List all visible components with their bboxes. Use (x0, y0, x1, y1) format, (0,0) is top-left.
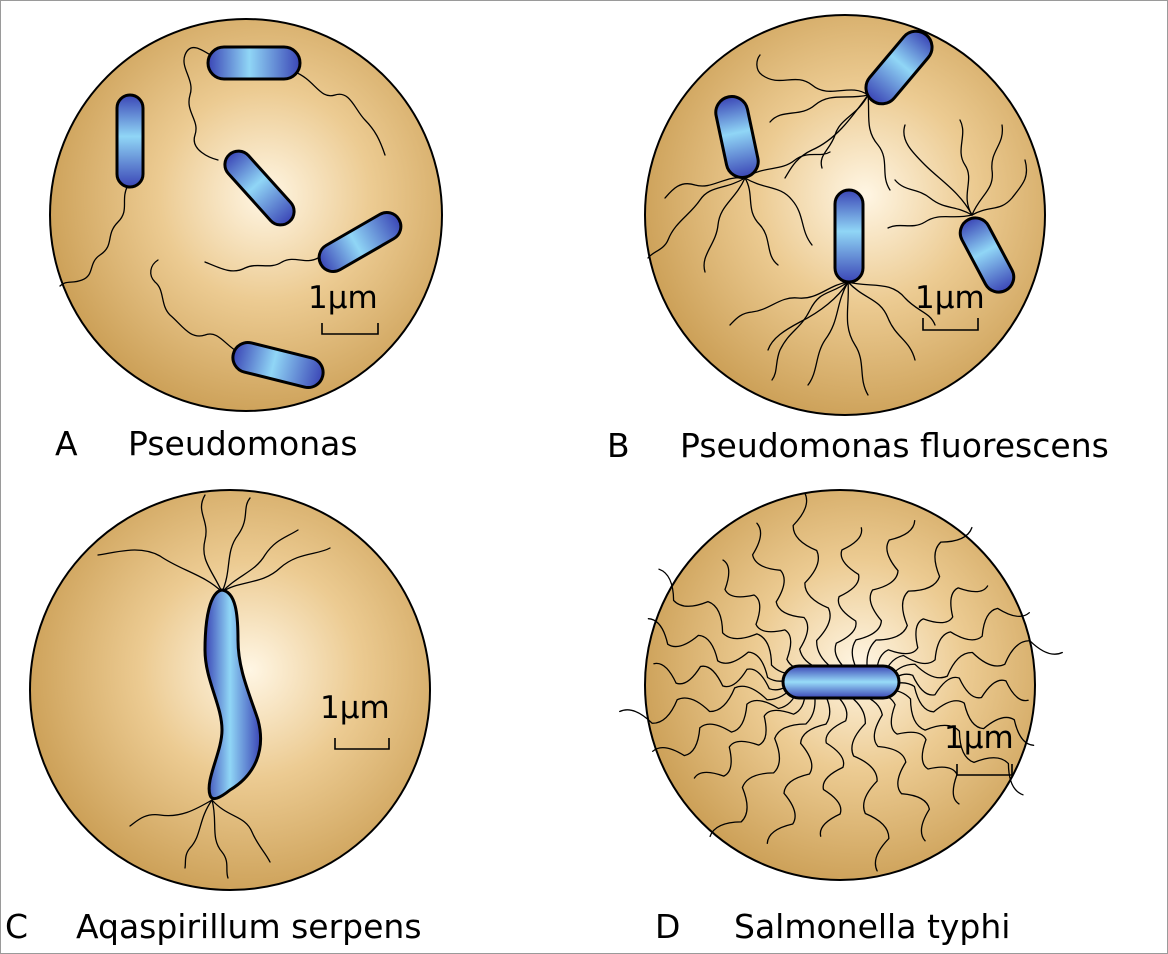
scale-label: 1µm (944, 720, 1014, 756)
panel-a-letter: A (55, 424, 78, 463)
flagellum (876, 585, 989, 673)
flagellum (647, 618, 797, 682)
panel-b: 1µm (644, 14, 1046, 416)
flagellum (766, 695, 831, 844)
flagellum (653, 662, 794, 691)
rod-cell (781, 664, 901, 700)
flagellum (880, 689, 1024, 796)
panel-c-name: Aqaspirillum serpens (76, 907, 422, 946)
rod-cell (833, 188, 865, 284)
rod-cell (714, 95, 760, 179)
spirillum-cell (203, 588, 263, 801)
rod-cell (223, 149, 296, 227)
flagellum (834, 527, 863, 668)
flagellum (751, 522, 821, 670)
flagellum (851, 520, 916, 669)
scale-label: 1µm (308, 280, 378, 316)
cells-b (714, 29, 1016, 294)
flagellum (693, 691, 806, 779)
flagellum (658, 568, 802, 675)
rod-cell (206, 45, 302, 81)
flagella-c (97, 494, 331, 879)
panel-c: 1µm (29, 489, 431, 891)
flagella-a (59, 46, 386, 353)
rod-cell (231, 341, 325, 389)
flagellum (709, 693, 816, 838)
panel-b-name: Pseudomonas fluorescens (680, 426, 1109, 465)
scale-bar (956, 764, 1013, 776)
rod-cell (958, 216, 1016, 294)
flagellum (619, 684, 795, 724)
flagellum (885, 682, 1035, 746)
flagellum (792, 492, 833, 668)
scale-label: 1µm (320, 690, 390, 726)
panel-c-letter: C (5, 907, 28, 946)
flagellum (849, 696, 890, 872)
panel-d-letter: D (655, 907, 680, 946)
flagella-d (619, 492, 1063, 872)
panel-d: 1µm (619, 489, 1063, 881)
scale-bar (321, 323, 379, 335)
flagellum (888, 673, 1029, 702)
flagellum (722, 559, 810, 672)
rod-cell (317, 211, 403, 273)
panel-a-name: Pseudomonas (128, 424, 358, 463)
flagellum (652, 688, 799, 757)
dish-a (49, 18, 443, 412)
panel-d-name: Salmonella typhi (734, 907, 1010, 946)
scale-bar (334, 738, 390, 750)
rod-cell (115, 93, 145, 189)
flagellum (819, 696, 848, 837)
panel-b-letter: B (607, 426, 630, 465)
panel-a: 1µm (49, 18, 443, 412)
flagellum (883, 607, 1030, 676)
scale-bar (922, 318, 979, 331)
flagella-b (647, 54, 1028, 396)
flagellum (861, 694, 931, 842)
rod-cell (864, 29, 934, 106)
flagellum (866, 526, 973, 671)
scale-label: 1µm (915, 280, 985, 316)
flagellum (887, 640, 1063, 680)
cells-a (115, 45, 403, 389)
